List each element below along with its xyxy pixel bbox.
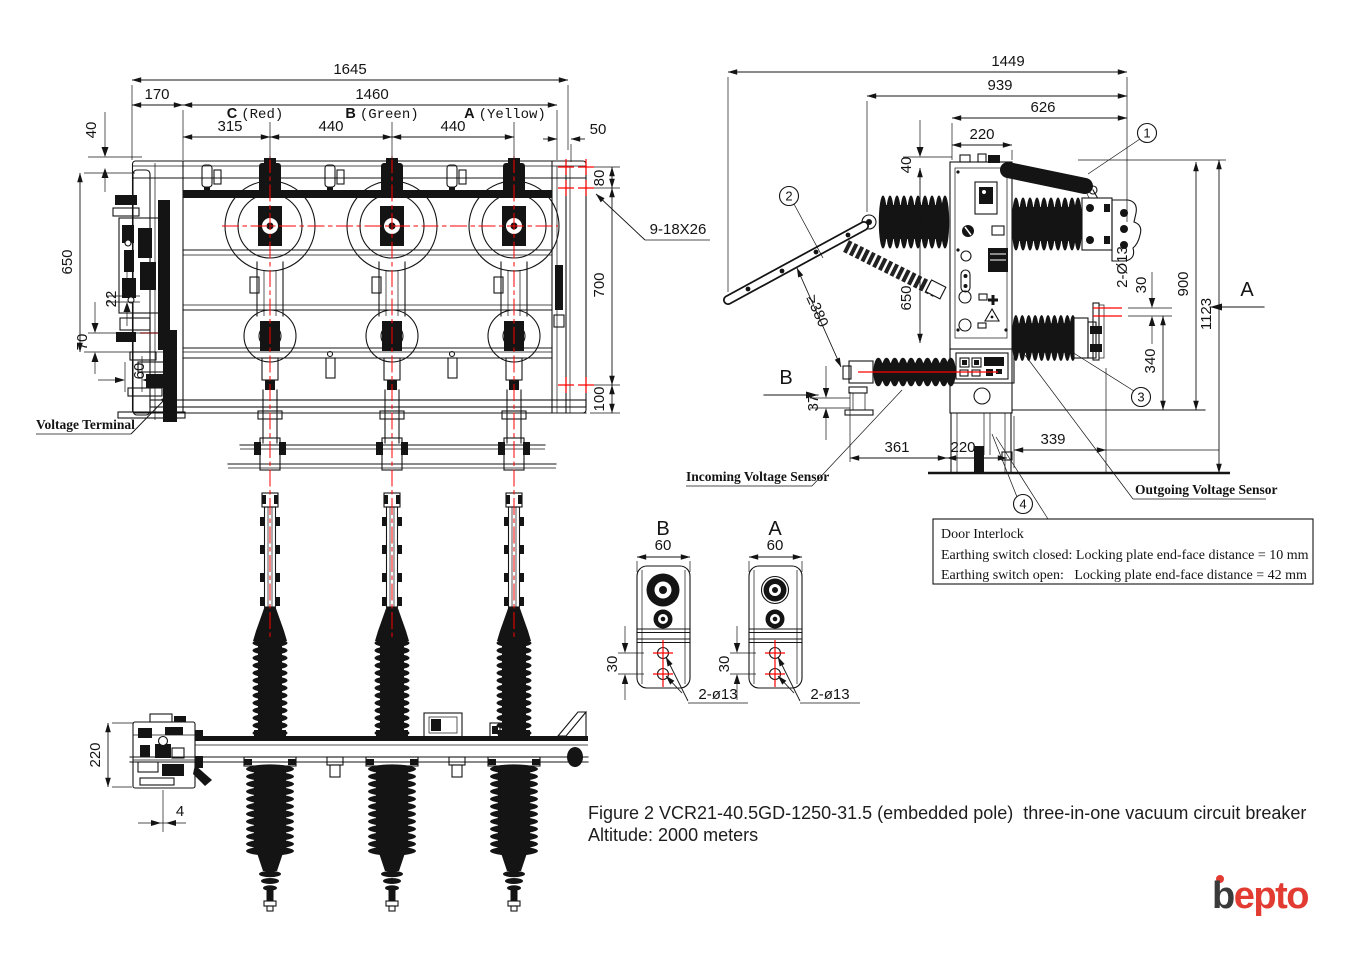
caption-line2: Altitude: 2000 meters [588, 825, 758, 845]
balloon-2: 2 [785, 189, 792, 204]
dim-22: 22 [103, 291, 120, 308]
side-dimensions: 1449 939 626 220 40 650 ≥380 37 361 220 … [727, 53, 1226, 474]
brand-logo: bepto [1212, 875, 1310, 917]
incoming-sensor-label: Incoming Voltage Sensor [686, 469, 829, 484]
note-line2: Earthing switch closed: Locking plate en… [941, 548, 1309, 563]
pole-labels: C(Red) B(Green) A(Yellow) [227, 106, 546, 123]
dim-40-front: 40 [83, 122, 100, 139]
detail-a-holes: 2-ø13 [810, 686, 849, 703]
dim-220-front: 220 [87, 742, 104, 767]
side-centerlines [858, 307, 1122, 373]
dim-60: 60 [131, 363, 148, 380]
balloon-1: 1 [1143, 126, 1150, 141]
dim-626: 626 [1030, 99, 1055, 116]
dim-220b: 220 [950, 439, 975, 456]
section-b-letter: B [779, 367, 792, 389]
incoming-sensor [842, 357, 956, 416]
dim-40-side: 40 [898, 157, 915, 174]
dim-440-ba: 440 [440, 118, 465, 135]
dim-339: 339 [1040, 431, 1065, 448]
dim-50: 50 [590, 121, 607, 138]
upper-angled-insulator [1000, 162, 1093, 194]
dim-220-side: 220 [969, 126, 994, 143]
dim-1645: 1645 [333, 61, 366, 78]
dim-340: 340 [1142, 348, 1159, 373]
balloon-4: 4 [1019, 497, 1026, 512]
bottom-beam [129, 711, 589, 778]
balloons: 1 2 3 4 [778, 122, 1158, 515]
label-pole-b: B(Green) [345, 106, 418, 123]
caption-line1: Figure 2 VCR21-40.5GD-1250-31.5 (embedde… [588, 803, 1306, 823]
front-view: 1645 170 1460 315 440 440 50 40 650 22 7… [36, 61, 710, 912]
detail-a-width: 60 [767, 537, 784, 554]
detail-view-b: B 60 30 2-ø13 [604, 518, 748, 704]
detail-b-pitch: 30 [604, 656, 621, 673]
terminal-bracket [1111, 199, 1142, 262]
detail-b-holes: 2-ø13 [698, 686, 737, 703]
detail-b-title: B [656, 518, 669, 540]
detail-view-a: A 60 30 2-ø13 [716, 518, 860, 704]
voltage-terminal-label: Voltage Terminal [36, 417, 135, 432]
front-centerlines [140, 156, 595, 638]
front-housing [131, 160, 587, 414]
dim-37: 37 [805, 395, 822, 412]
dim-clearance: ≥380 [803, 293, 832, 330]
dim-939: 939 [987, 77, 1012, 94]
logo-text: bepto [1212, 875, 1308, 917]
dim-80: 80 [591, 170, 608, 187]
mechanism-box [132, 713, 212, 789]
front-dimensions: 1645 170 1460 315 440 440 50 40 650 22 7… [59, 61, 710, 832]
note-line3: Earthing switch open: Locking plate end-… [941, 568, 1307, 583]
mechanism-front [112, 163, 186, 422]
dim-650-side: 650 [898, 285, 915, 310]
dim-440-cb: 440 [318, 118, 343, 135]
dim-170: 170 [144, 86, 169, 103]
dim-361: 361 [884, 439, 909, 456]
dim-30-side: 30 [1133, 277, 1150, 294]
dim-4: 4 [176, 803, 184, 820]
dim-1449: 1449 [991, 53, 1024, 70]
side-view: 1449 939 626 220 40 650 ≥380 37 361 220 … [686, 53, 1314, 585]
label-pole-a: A(Yellow) [464, 106, 546, 123]
earthing-insulator [843, 240, 939, 297]
voltage-terminal-callout: Voltage Terminal [36, 394, 170, 435]
label-pole-c: C(Red) [227, 106, 284, 123]
dim-1123: 1123 [1198, 298, 1215, 330]
dim-1460: 1460 [355, 86, 388, 103]
dim-2d13-side: 2-Ø13 [1114, 246, 1131, 288]
dim-900: 900 [1175, 271, 1192, 296]
dim-700: 700 [591, 272, 608, 297]
dim-100: 100 [591, 386, 608, 411]
outgoing-sensor-body [1011, 314, 1077, 362]
door-interlock-note: Door Interlock Earthing switch closed: L… [932, 436, 1314, 585]
top-fittings [201, 164, 467, 197]
section-markers: A B [763, 279, 1265, 399]
panel-face [928, 153, 1230, 475]
detail-b-width: 60 [655, 537, 672, 554]
logo-dot [1216, 875, 1224, 883]
dim-70: 70 [74, 334, 91, 351]
holes-note: 9-18X26 [650, 221, 707, 238]
note-line1: Door Interlock [941, 527, 1024, 542]
outgoing-sensor-label: Outgoing Voltage Sensor [1135, 482, 1278, 497]
dim-650-front: 650 [59, 249, 76, 274]
caption: Figure 2 VCR21-40.5GD-1250-31.5 (embedde… [588, 803, 1306, 845]
sensor-callouts: Incoming Voltage Sensor Outgoing Voltage… [686, 354, 1278, 500]
detail-a-pitch: 30 [716, 656, 733, 673]
section-a-letter: A [1240, 279, 1254, 301]
detail-a-title: A [768, 518, 782, 540]
dim-315: 315 [217, 118, 242, 135]
incoming-arm [723, 195, 950, 305]
outgoing-bushings [1000, 162, 1142, 362]
balloon-3: 3 [1137, 390, 1144, 405]
